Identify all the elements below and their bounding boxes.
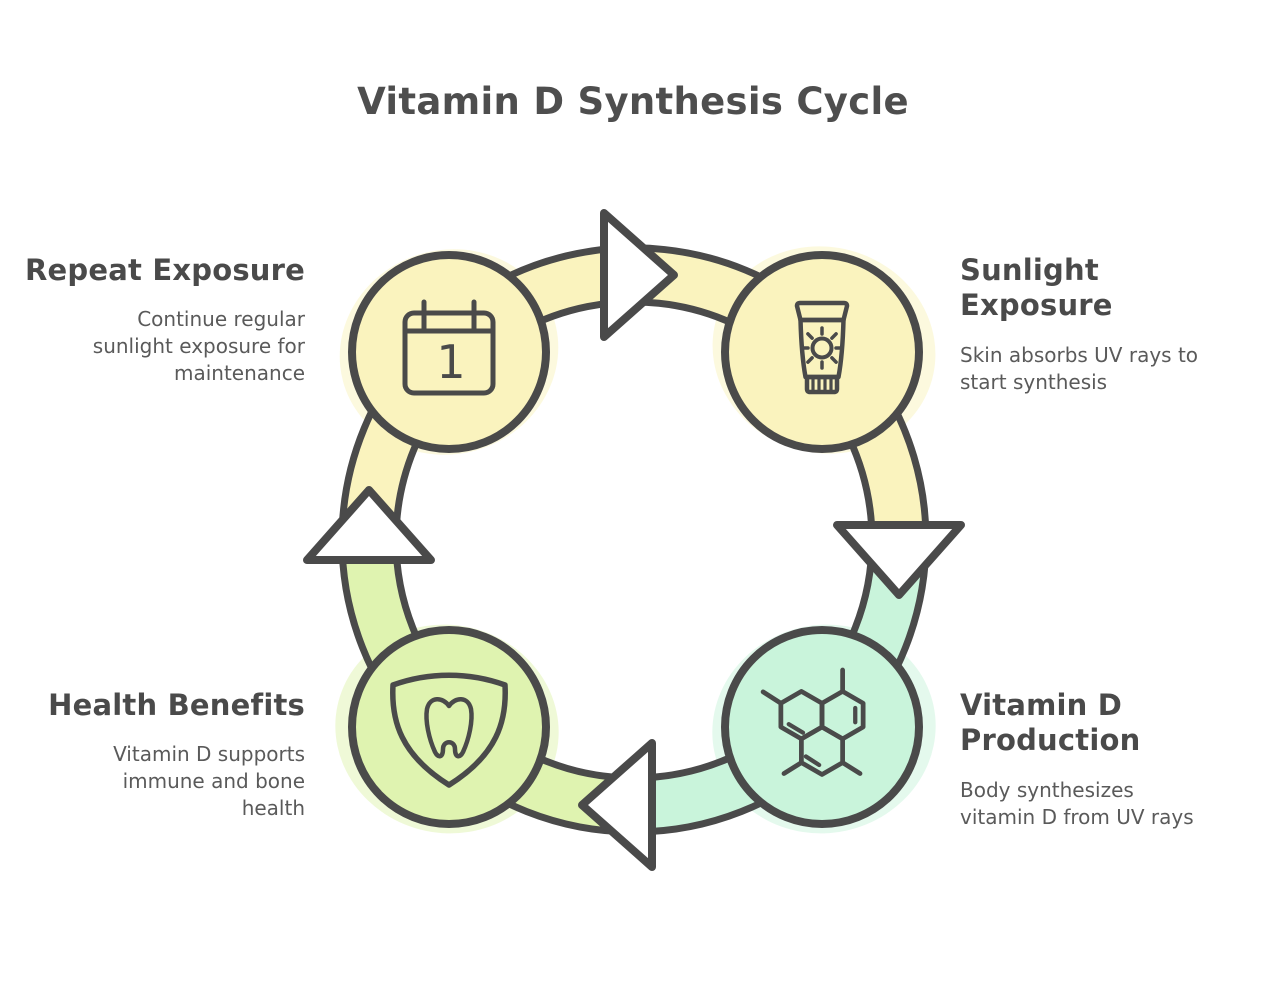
node-description-sunlight-exposure: Skin absorbs UV rays to start synthesis: [960, 342, 1199, 394]
molecule-icon: [760, 667, 866, 777]
node-description-health-benefits: Vitamin D supports immune and bone healt…: [113, 742, 305, 821]
node-title-sunlight-exposure: Sunlight Exposure: [960, 253, 1113, 323]
node-title-health-benefits: Health Benefits: [48, 688, 305, 722]
calendar-icon: 1: [402, 299, 496, 396]
tooth-shield-icon: [390, 672, 508, 788]
node-description-vitamin-d-production: Body synthesizes vitamin D from UV rays: [960, 777, 1194, 829]
node-circle-sunlight-exposure: [721, 251, 923, 453]
arrowhead-left-icon: [578, 739, 656, 871]
diagram-title: Vitamin D Synthesis Cycle: [357, 80, 909, 123]
node-label-repeat-exposure: Repeat Exposure Continue regular sunligh…: [5, 253, 305, 387]
sunscreen-tube-icon: [794, 300, 850, 395]
node-circle-health-benefits: [348, 626, 550, 828]
calendar-day-number: 1: [436, 335, 465, 389]
node-title-vitamin-d-production: Vitamin D Production: [960, 688, 1141, 758]
node-title-repeat-exposure: Repeat Exposure: [24, 253, 305, 287]
arrowhead-right-icon: [600, 209, 678, 341]
node-description-repeat-exposure: Continue regular sunlight exposure for m…: [92, 307, 305, 386]
sun-icon: [800, 326, 844, 370]
node-label-vitamin-d-production: Vitamin D Production Body synthesizes vi…: [960, 688, 1240, 831]
arrowhead-down-icon: [833, 521, 965, 599]
node-label-health-benefits: Health Benefits Vitamin D supports immun…: [5, 688, 305, 822]
node-label-sunlight-exposure: Sunlight Exposure Skin absorbs UV rays t…: [960, 253, 1240, 396]
arrowhead-up-icon: [303, 486, 435, 564]
node-circle-repeat-exposure: [348, 251, 550, 453]
